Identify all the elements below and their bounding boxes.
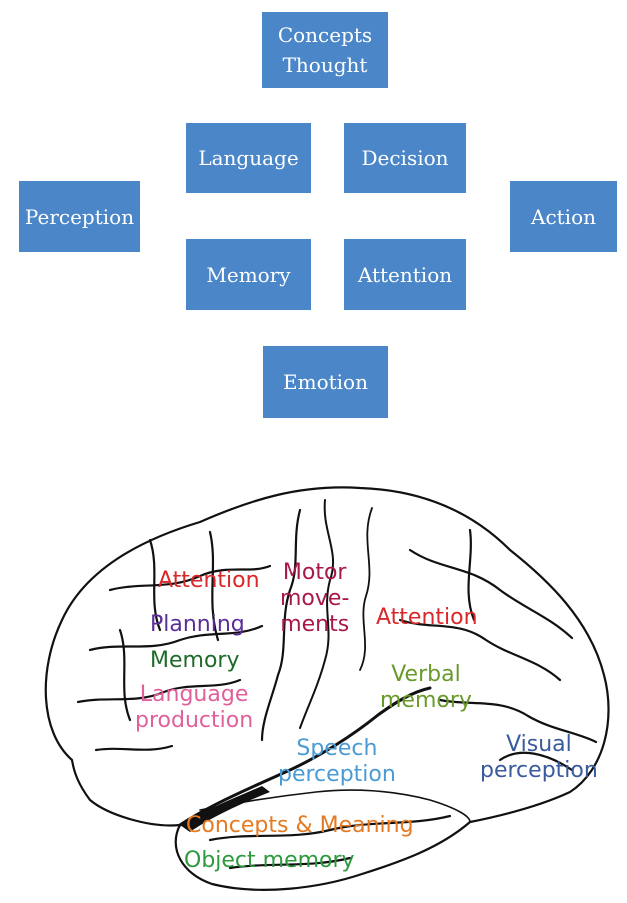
box-memory-label: Memory (206, 262, 291, 287)
box-concepts-label: Concepts (277, 23, 373, 47)
brain-outer-outline (44, 486, 610, 891)
label-speech-line1: Speech (296, 736, 378, 761)
label-planning: Planning (150, 612, 245, 637)
brain-temporal-edge (199, 789, 471, 823)
box-decision: Decision (344, 123, 466, 193)
box-language-label: Language (198, 146, 299, 170)
box-emotion-label: Emotion (283, 370, 368, 394)
box-action: Action (510, 181, 617, 252)
box-perception-label: Perception (24, 204, 135, 229)
box-thought-label: Thought (282, 53, 368, 77)
box-language: Language (186, 123, 311, 193)
label-visual-line2: perception (480, 758, 598, 783)
box-emotion: Emotion (263, 346, 388, 418)
label-attention-parietal: Attention (376, 605, 478, 630)
label-verbal-line2: memory (380, 688, 472, 713)
label-speech-perception: Speech perception (278, 736, 396, 788)
label-visual-line1: Visual (506, 732, 572, 757)
brain-precentral-sulcus (299, 499, 335, 729)
label-verbal-line1: Verbal (391, 662, 461, 687)
label-object-memory: Object memory (184, 848, 355, 873)
brain-diagram: Attention Motor move- ments Attention Pl… (0, 470, 627, 903)
label-attention-frontal: Attention (158, 568, 260, 593)
box-perception: Perception (19, 181, 140, 252)
label-motor-line3: ments (280, 612, 350, 637)
box-action-label: Action (531, 204, 596, 229)
brain-postcentral-sulcus (359, 507, 373, 671)
label-language-line2: production (135, 708, 254, 733)
brain-central-sulcus (260, 508, 302, 742)
label-motor-line1: Motor (282, 560, 347, 585)
label-speech-line2: perception (278, 762, 396, 787)
label-language-line1: Language (139, 682, 249, 707)
brain-outline-graphic (44, 486, 610, 891)
label-memory: Memory (150, 648, 240, 673)
label-concepts-meaning: Concepts & Meaning (186, 813, 414, 838)
box-attention-label: Attention (357, 262, 453, 287)
brain-fissure-shadow (180, 786, 270, 832)
brain-sylvian-fissure (178, 686, 432, 827)
box-concepts-thought: Concepts Thought (262, 12, 388, 88)
label-language-production: Language production (135, 682, 253, 734)
label-motor-line2: move- (280, 586, 350, 611)
box-attention: Attention (344, 239, 466, 310)
label-motor-movements: Motor move- ments (280, 560, 349, 638)
label-verbal-memory: Verbal memory (380, 662, 472, 714)
box-decision-label: Decision (361, 146, 449, 170)
label-visual-perception: Visual perception (480, 732, 598, 784)
box-memory: Memory (186, 239, 311, 310)
